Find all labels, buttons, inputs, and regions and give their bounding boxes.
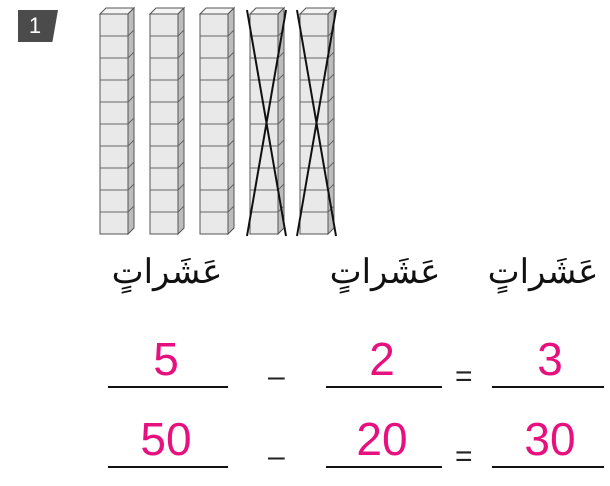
label-tens-middle: عَشَراتٍ [329, 252, 441, 292]
eq1-subtrahend: 2 [369, 333, 395, 385]
rod-crossed-out [296, 6, 337, 237]
rod [198, 6, 236, 236]
eq1-minuend: 5 [153, 333, 179, 385]
rod [98, 6, 136, 236]
eq1-minus-sign: – [268, 360, 285, 393]
eq2-minuend-line [108, 466, 228, 468]
exercise-number-badge: 1 [18, 10, 58, 42]
eq1-subtrahend-line [326, 386, 442, 388]
eq1-result: 3 [537, 333, 563, 385]
cross-out-stroke [296, 9, 337, 237]
eq2-result-line [492, 466, 604, 468]
label-tens-left: عَشَراتٍ [111, 252, 223, 292]
eq2-subtrahend-line [326, 466, 442, 468]
eq2-subtrahend: 20 [356, 413, 408, 465]
cross-out-stroke [246, 9, 287, 237]
rod-crossed-out [246, 6, 287, 237]
eq1-result-line [492, 386, 604, 388]
label-tens-right: عَشَراتٍ [487, 252, 599, 292]
exercise-number: 1 [28, 13, 42, 38]
eq1-minuend-line [108, 386, 228, 388]
eq2-minus-sign: – [268, 440, 285, 473]
rod [148, 6, 186, 236]
eq2-equals-sign: = [455, 440, 473, 473]
eq1-equals-sign: = [455, 360, 473, 393]
eq2-minuend: 50 [140, 413, 192, 465]
eq2-result: 30 [524, 413, 576, 465]
